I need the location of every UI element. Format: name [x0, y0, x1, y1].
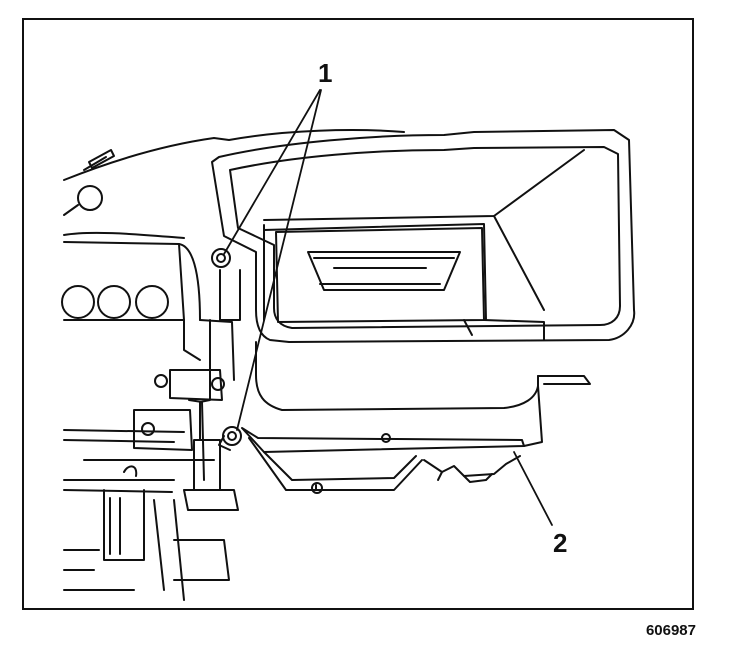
callout-2-label: 2 [553, 528, 568, 558]
callout-2-leader [513, 451, 553, 526]
screw-icon [141, 374, 225, 436]
figure-id: 606987 [645, 622, 696, 639]
panel-knob [97, 285, 131, 319]
housing-icon [211, 129, 636, 343]
lower-mechanism [63, 429, 230, 601]
figure-frame: 1 2 [22, 18, 694, 610]
mounting-bracket [133, 269, 241, 511]
lower-housing-plate [241, 341, 591, 494]
bolt-icon [211, 248, 231, 268]
panel-knob [61, 285, 95, 319]
callout-1-label: 1 [318, 58, 333, 88]
technical-illustration [61, 89, 636, 601]
callout-1-leaders [223, 89, 322, 431]
panel-knob [135, 285, 169, 319]
